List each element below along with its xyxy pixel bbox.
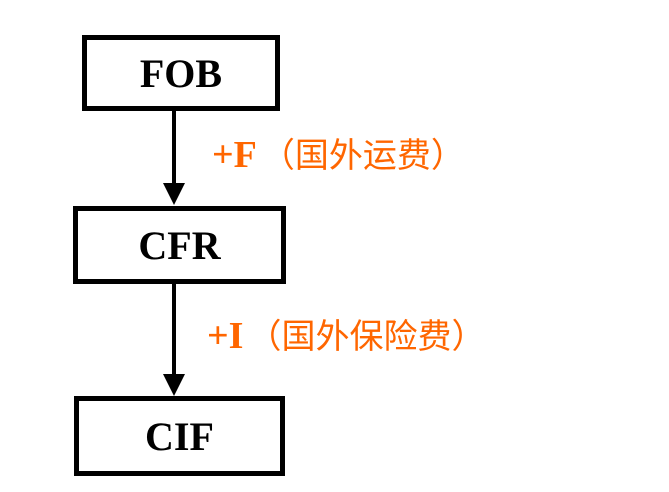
arrow-down-icon <box>163 374 185 396</box>
node-cfr-label: CFR <box>138 222 221 268</box>
node-cif-label: CIF <box>145 413 214 459</box>
arrow-cfr-to-cif-shaft <box>172 284 176 374</box>
node-fob-label: FOB <box>139 50 223 96</box>
edge-cfr-cif-description: （国外保险费） <box>247 317 486 357</box>
edge-fob-cfr-operator: +F <box>212 134 257 176</box>
edge-fob-cfr-label: +F（国外运费） <box>212 135 465 174</box>
node-fob: FOB <box>82 35 280 111</box>
edge-cfr-cif-operator: +I <box>207 315 244 357</box>
arrow-fob-to-cfr-shaft <box>172 111 176 183</box>
node-cfr: CFR <box>73 206 286 284</box>
arrow-down-icon <box>163 183 185 205</box>
node-cif: CIF <box>74 396 285 476</box>
edge-fob-cfr-description: （国外运费） <box>260 136 465 176</box>
edge-cfr-cif-label: +I（国外保险费） <box>207 316 485 355</box>
